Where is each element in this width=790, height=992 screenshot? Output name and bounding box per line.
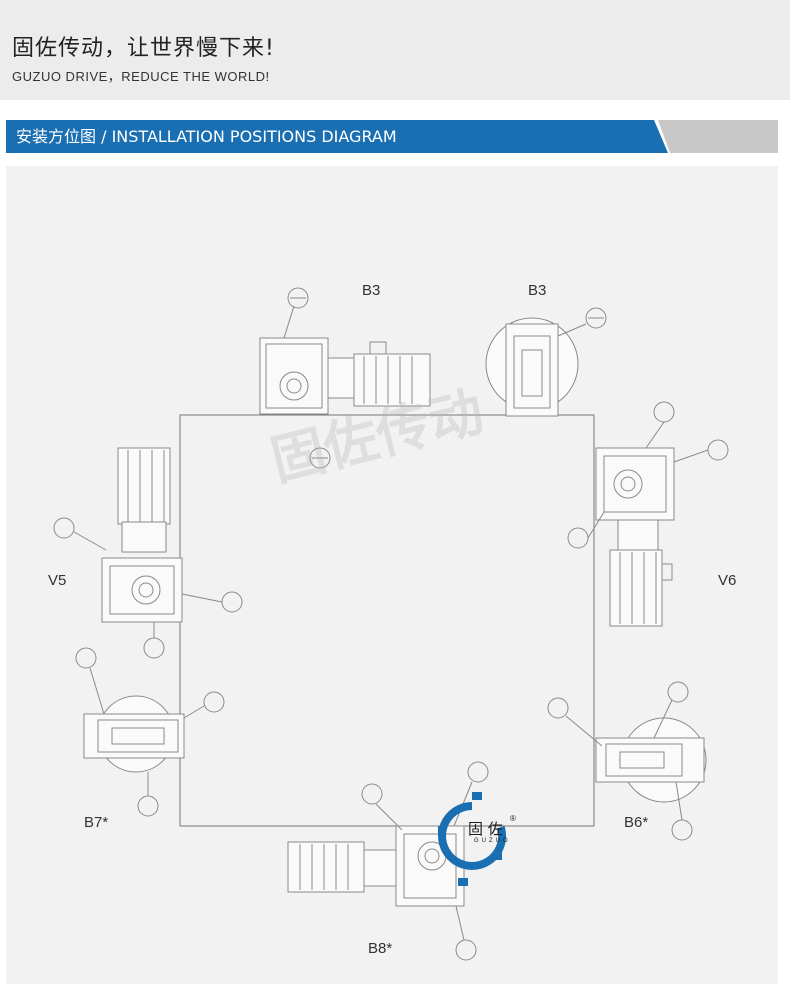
guzuo-gear-logo [438, 792, 506, 886]
position-label-b7: B7* [84, 814, 109, 831]
gearmotor-b3-right [485, 307, 607, 417]
mounting-reference-square [179, 414, 595, 827]
position-label-v5: V5 [48, 572, 67, 589]
gearmotor-b6 [547, 681, 707, 841]
position-label-b6: B6* [624, 814, 649, 831]
gearmotor-b3-left [259, 287, 431, 415]
position-label-b8: B8* [368, 940, 393, 957]
gearmotor-b7 [75, 647, 225, 817]
section-title: 安装方位图 / INSTALLATION POSITIONS DIAGRAM [16, 127, 397, 146]
section-title-bar: 安装方位图 / INSTALLATION POSITIONS DIAGRAM [6, 120, 778, 153]
gearmotor-v6 [567, 401, 729, 627]
slogan-english: GUZUO DRIVE，REDUCE THE WORLD! [12, 69, 270, 84]
position-label-v6: V6 [718, 572, 737, 589]
diagram-drawing [53, 287, 729, 961]
gearmotor-v5 [53, 447, 243, 659]
logo-text-cn: 固 佐 [468, 820, 503, 838]
installation-diagram: 固佐传动 B3 B3 V5 V6 B7* B6* B8* 固 佐 ® GUZUO [6, 166, 778, 984]
logo-registered-mark: ® [510, 814, 516, 823]
position-label-b3-left: B3 [362, 282, 381, 299]
gearmotor-b8 [287, 761, 489, 961]
logo-text-en: GUZUO [474, 838, 511, 844]
slogan-chinese: 固佐传动，让世界慢下来! [12, 36, 275, 61]
position-label-b3-right: B3 [528, 282, 547, 299]
header-band: 固佐传动，让世界慢下来! GUZUO DRIVE，REDUCE THE WORL… [0, 0, 790, 100]
title-bar-shape [6, 120, 778, 153]
